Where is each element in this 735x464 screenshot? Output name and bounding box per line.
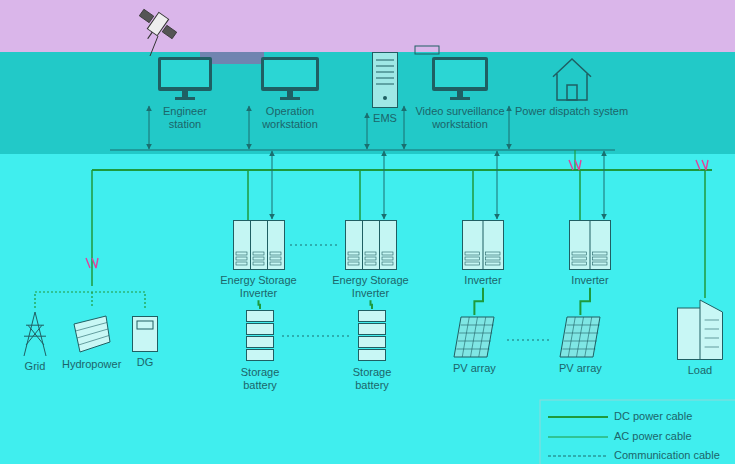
pv-icon [559, 316, 601, 358]
node-label: PV array [559, 362, 602, 375]
satellite-icon [131, 4, 180, 50]
monitor-icon [432, 57, 488, 101]
ac-drop [579, 170, 581, 220]
source-feeders [35, 292, 145, 308]
ac-drop [359, 170, 361, 220]
device-mark [415, 46, 439, 54]
comm-arrow [509, 106, 510, 149]
node-label: Energy Storage Inverter [216, 274, 301, 299]
node-label: Video surveillance workstation [410, 105, 510, 130]
legend-label: DC power cable [614, 410, 692, 422]
cabinet-node: Energy Storage Inverter [328, 220, 413, 299]
dg-icon [132, 316, 158, 352]
legend-box [540, 400, 735, 464]
pylon-icon [22, 312, 48, 356]
tower-node: EMS [372, 52, 398, 125]
battery-node: Storage battery [347, 310, 397, 391]
battery-icon [358, 310, 386, 362]
comm-arrow [604, 151, 605, 219]
node-label: Inverter [464, 274, 501, 287]
legend-label: Communication cable [614, 449, 720, 461]
cabinet-icon [569, 220, 611, 270]
load-node: Load [677, 298, 723, 377]
battery-node: Storage battery [235, 310, 285, 391]
node-label: Storage battery [347, 366, 397, 391]
load-feeder [704, 170, 706, 298]
hydro-node: Hydropower [62, 314, 121, 371]
dg-node: DG [132, 316, 158, 369]
dc-cable [474, 288, 483, 315]
pylon-node: Grid [22, 312, 48, 373]
cabinet-node: Inverter [462, 220, 504, 287]
breaker-symbols [86, 160, 708, 268]
grid-feeder [91, 170, 93, 286]
comm-arrow [272, 151, 273, 219]
satellite-link [150, 36, 158, 56]
legend-sample-comm [548, 456, 608, 457]
dc-cable [580, 288, 590, 315]
comm-arrow [249, 106, 250, 149]
house-icon [551, 57, 593, 101]
tower-icon [372, 52, 398, 108]
monitor-icon [158, 57, 212, 101]
communication-bus [110, 149, 615, 150]
top-band [0, 0, 735, 52]
pv-node: PV array [559, 316, 602, 375]
comm-arrow [404, 106, 405, 149]
node-label: Power dispatch system [515, 105, 628, 118]
comm-arrow [497, 151, 498, 219]
monitor-node: Operation workstation [255, 57, 325, 130]
ac-drop [472, 170, 474, 220]
cabinet-icon [233, 220, 285, 270]
cabinet-icon [345, 220, 397, 270]
dc-cable [371, 300, 373, 309]
comm-arrow [149, 106, 150, 149]
pv-icon [453, 316, 495, 358]
cabinet-node: Inverter [569, 220, 611, 287]
cabinet-node: Energy Storage Inverter [216, 220, 301, 299]
node-label: Hydropower [62, 358, 121, 371]
monitor-node: Video surveillance workstation [410, 57, 510, 130]
node-label: PV array [453, 362, 496, 375]
repeat-dots [282, 245, 552, 340]
ac-drop [247, 170, 249, 220]
node-label: Energy Storage Inverter [328, 274, 413, 299]
legend-label: AC power cable [614, 430, 692, 442]
node-label: Operation workstation [255, 105, 325, 130]
load-icon [677, 298, 723, 360]
dc-cable [259, 300, 261, 309]
node-label: Storage battery [235, 366, 285, 391]
pv-node: PV array [453, 316, 496, 375]
house-node: Power dispatch system [515, 57, 628, 118]
cabinet-icon [462, 220, 504, 270]
ac-bus [92, 169, 712, 171]
battery-icon [246, 310, 274, 362]
legend-sample-dc [548, 416, 608, 418]
hydro-icon [72, 314, 112, 354]
monitor-icon [261, 57, 319, 101]
monitor-node: Engineer station [155, 57, 215, 130]
legend-sample-ac [548, 437, 608, 438]
comm-arrow [367, 113, 368, 149]
node-label: Inverter [571, 274, 608, 287]
comm-arrow [384, 151, 385, 219]
communication-links [149, 106, 604, 220]
station-band [0, 52, 735, 154]
node-label: Load [688, 364, 712, 377]
node-label: Grid [25, 360, 46, 373]
node-label: DG [137, 356, 154, 369]
node-label: Engineer station [155, 105, 215, 130]
node-label: EMS [373, 112, 397, 125]
